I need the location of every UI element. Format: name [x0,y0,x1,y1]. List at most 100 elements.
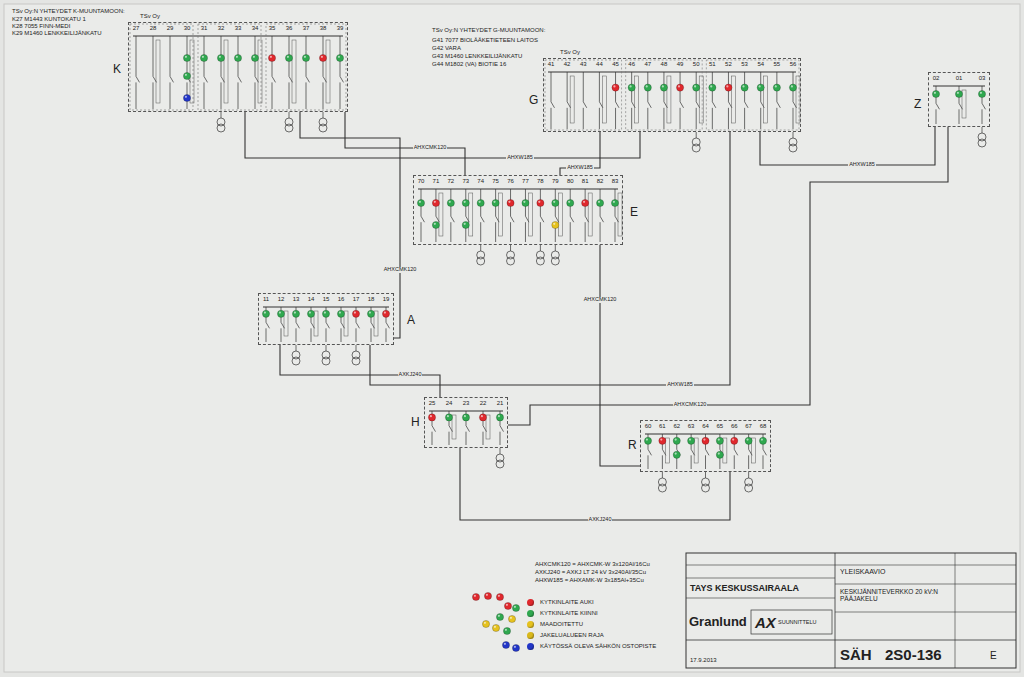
pin-highlight [294,312,296,314]
station-letter: H [411,416,420,428]
indicator-pin [183,72,190,79]
indicator-pin [285,54,292,61]
column-number: 22 [480,400,487,407]
switch-blade [451,216,455,222]
column-number: 31 [201,25,208,32]
pin-highlight [675,439,677,441]
station-letter: Z [914,98,921,110]
switch-blade [511,216,515,222]
station-letter: K [113,63,121,75]
cubicle-outline [156,40,160,103]
transformer-lead [555,245,556,251]
column-number: 01 [956,75,963,82]
column-number: 76 [507,178,514,185]
feeder-line [421,222,422,242]
feeder-line [712,108,713,129]
feeder-line [567,72,568,102]
pin-highlight [324,312,326,314]
pin-highlight [484,622,486,624]
column-number: 64 [702,423,709,430]
cubicle-outline [731,76,735,123]
transformer-lead [356,345,357,351]
pin-highlight [934,92,936,94]
column-number: 48 [661,61,668,68]
pin-highlight [732,439,734,441]
column-number: 03 [979,75,986,82]
legend-text: MAADOITETTU [540,621,583,628]
indicator-pin [512,644,519,651]
switch-blade [296,322,300,328]
revision-letter: E [990,650,997,662]
feeder-line [500,432,501,445]
transformer-lead [540,245,541,251]
transformer-symbol [217,124,225,132]
switch-blade [616,102,620,108]
pin-highlight [304,56,306,58]
feeder-line [153,36,154,76]
legend-text: KYTKINLAITE AUKI [540,599,594,606]
indicator-pin [932,90,939,97]
column-number: 19 [383,296,390,303]
column-number: 14 [308,296,315,303]
cable-code: AHXW185 = AHXAMK-W 3x185Al+35Cu [535,577,644,584]
switch-blade [481,216,485,222]
indicator-pin [234,54,241,61]
column-number: 81 [582,178,589,185]
note-text: G44 M1802 (VA) BIOTIE 16 [432,61,506,68]
transformer-lead [289,112,290,118]
pin-highlight [498,595,500,597]
company-logo: AX [755,614,776,631]
column-number: 60 [645,423,652,430]
drawing-type: YLEISKAAVIO [840,568,885,576]
transformer-lead [323,112,324,118]
transformer-symbol [551,257,559,265]
pin-highlight [957,92,959,94]
cubicle-outline [292,40,296,103]
pin-highlight [742,85,744,87]
indicator-pin [428,414,435,421]
title-rule [955,553,956,668]
column-number: 50 [693,61,700,68]
column-number: 79 [552,178,559,185]
indicator-pin [503,627,510,634]
pin-highlight [338,56,340,58]
indicator-pin [741,84,748,91]
column-number: 41 [548,61,555,68]
column-number: 36 [286,25,293,32]
pin-highlight [430,415,432,417]
pin-highlight [264,312,266,314]
pin-highlight [185,56,187,58]
indicator-pin [507,199,514,206]
feeder-line [540,222,541,242]
column-number: 44 [596,61,603,68]
column-number: 17 [353,296,360,303]
feeder-line [449,432,450,445]
indicator-pin [676,84,683,91]
column-number: 27 [133,25,140,32]
column-number: 32 [218,25,225,32]
indicator-pin [482,620,489,627]
cubicle-outline [528,193,532,236]
indicator-pin [496,414,503,421]
column-number: 56 [790,61,797,68]
indicator-pin [302,54,309,61]
cable-code: AHXCMK120 = AHXCMK-W 3x120Al/16Cu [535,561,650,568]
indicator-pin [612,84,619,91]
transformer-symbol [692,144,700,152]
indicator-pin [445,414,452,421]
pin-highlight [279,312,281,314]
cable-label: AHXCMK120 [383,267,418,273]
transformer-symbol [536,257,544,265]
switch-blade [204,76,208,82]
cable-connector [370,132,730,385]
busbar [418,188,618,189]
switch-blade [170,76,174,82]
pin-highlight [185,74,187,76]
project-name: TAYS KESKUSSAIRAALA [690,583,799,593]
switch-blade [706,449,710,455]
pin-highlight [478,201,480,203]
pin-highlight [775,85,777,87]
pin-highlight [270,56,272,58]
feeder-line [272,82,273,109]
